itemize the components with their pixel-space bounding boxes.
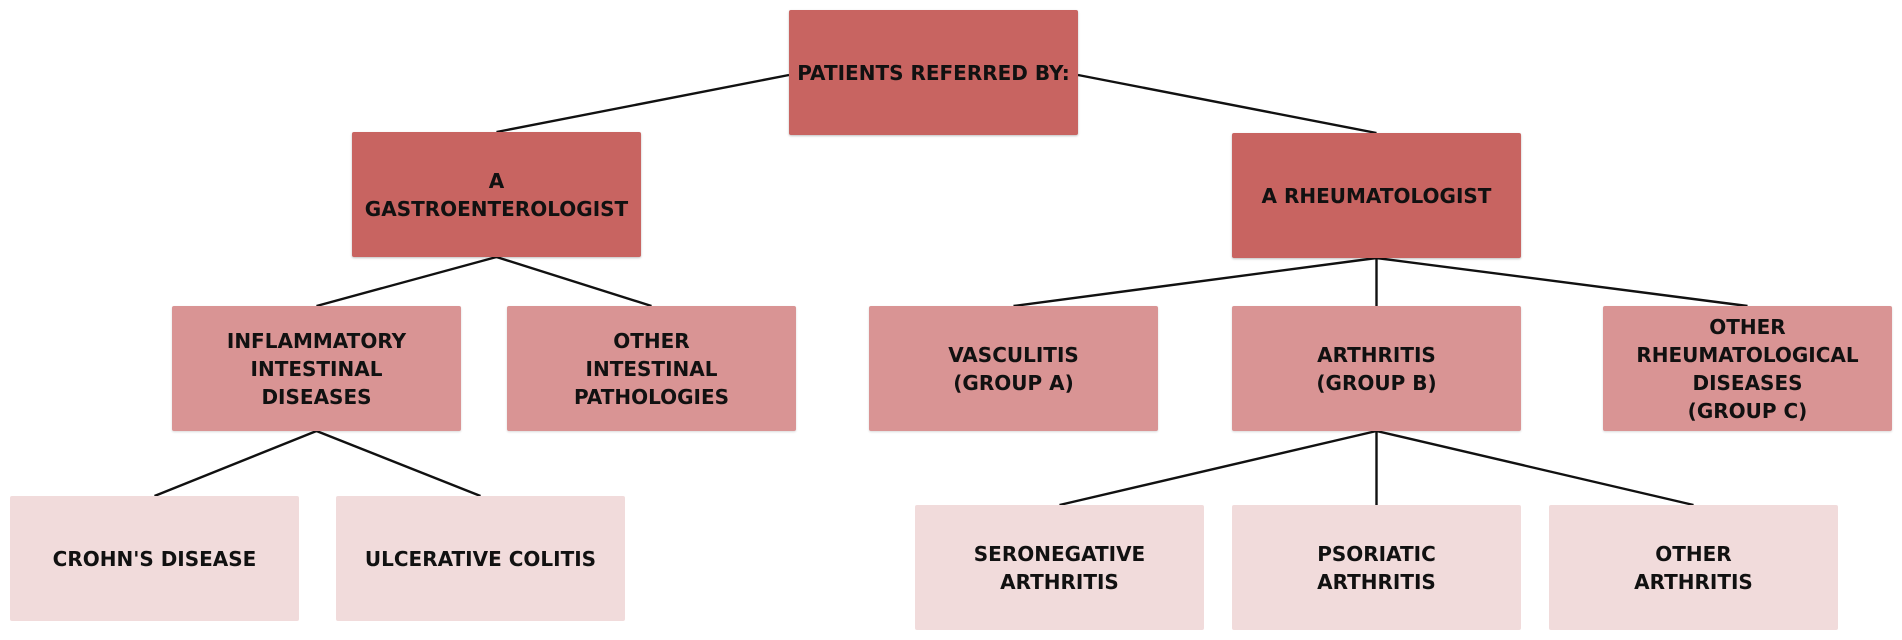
edge-root-to-rheum [1077,73,1377,135]
node-patients-referred-by: PATIENTS REFERRED BY: [789,10,1078,135]
node-inflammatory-intestinal-diseases: INFLAMMATORY INTESTINAL DISEASES [172,306,461,431]
node-other-arthritis: OTHER ARTHRITIS [1549,505,1838,630]
node-crohns-disease: CROHN'S DISEASE [10,496,299,621]
edge-root-to-gastro [496,73,790,134]
edge-rheum-to-vasculitis [1013,256,1377,308]
node-seronegative-arthritis: SERONEGATIVE ARTHRITIS [915,505,1204,630]
edge-arthritis-to-other_arthritis [1376,429,1694,507]
node-other-intestinal-pathologies: OTHER INTESTINAL PATHOLOGIES [507,306,796,431]
node-ulcerative-colitis: ULCERATIVE COLITIS [336,496,625,621]
edge-gastro-to-other_intestinal [496,255,652,308]
node-other-rheumatological-diseases-group-c: OTHER RHEUMATOLOGICAL DISEASES (GROUP C) [1603,306,1892,431]
edge-rheum-to-other_rheum [1376,256,1748,308]
edge-inflammatory-to-ulcerative [316,429,481,498]
node-psoriatic-arthritis: PSORIATIC ARTHRITIS [1232,505,1521,630]
edge-inflammatory-to-crohns [154,429,317,498]
node-vasculitis-group-a: VASCULITIS (GROUP A) [869,306,1158,431]
node-rheumatologist: A RHEUMATOLOGIST [1232,133,1521,258]
node-gastroenterologist: A GASTROENTEROLOGIST [352,132,641,257]
edge-arthritis-to-seronegative [1059,429,1377,507]
node-arthritis-group-b: ARTHRITIS (GROUP B) [1232,306,1521,431]
edge-gastro-to-inflammatory [316,255,497,308]
